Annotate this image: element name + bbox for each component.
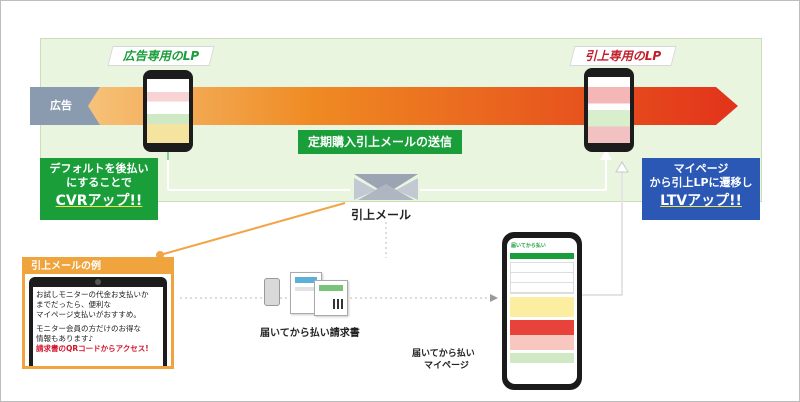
ltv-box: マイページ から引上LPに遷移し LTVアップ!! xyxy=(642,158,760,220)
cvr-line2: にすることで xyxy=(66,176,132,189)
invoice-illustration xyxy=(262,272,362,318)
mypage-screen: 届いてから払い xyxy=(507,238,577,384)
upsell-lp-label: 引上専用のLP xyxy=(569,46,677,66)
mypage-banner-yellow xyxy=(510,297,574,317)
mypage-banner-red xyxy=(510,320,574,350)
send-mail-banner: 定期購入引上メールの送信 xyxy=(298,130,462,154)
mail-example-title: 引上メールの例 xyxy=(25,260,171,274)
ad-lp-label: 広告専用のLP xyxy=(107,46,215,66)
qr-code-icon xyxy=(333,299,343,309)
dotted-arrowhead xyxy=(490,294,498,302)
mail-example-box: 引上メールの例 お試しモニターの代金お支払いか までだったら、便利な マイページ… xyxy=(22,257,174,369)
ad-lp-phone xyxy=(143,70,193,152)
cvr-line1: デフォルトを後払い xyxy=(49,162,149,175)
mypage-label-line2: マイページ xyxy=(424,361,469,371)
mail-example-phone-top xyxy=(29,277,167,287)
envelope-icon xyxy=(354,174,418,200)
invoice-sheet-2 xyxy=(314,280,348,316)
mypage-banner-green xyxy=(510,353,574,363)
mail-line2: までだったら、便利な xyxy=(36,300,111,309)
ltv-line2: から引上LPに遷移し xyxy=(649,176,753,189)
mail-line5: 情報もあります♪ xyxy=(36,334,94,343)
ltv-line1: マイページ xyxy=(673,162,729,175)
upsell-mail-label: 引上メール xyxy=(351,208,412,222)
mail-example-body: お試しモニターの代金お支払いか までだったら、便利な マイページ支払いがおすすめ… xyxy=(29,287,167,366)
ad-lp-screen xyxy=(147,79,189,143)
mypage-table xyxy=(510,262,574,294)
phone-stand-icon xyxy=(264,278,280,306)
mypage-logo: 届いてから払い xyxy=(511,243,546,249)
upsell-lp-phone xyxy=(584,68,634,152)
mypage-arrowhead-up xyxy=(615,161,629,173)
flow-arrowhead-up xyxy=(600,150,612,160)
upsell-lp-screen xyxy=(588,77,630,143)
mypage-phone: 届いてから払い xyxy=(502,232,582,390)
cvr-box: デフォルトを後払い にすることで CVRアップ!! xyxy=(40,158,158,220)
callout-line xyxy=(159,202,346,256)
timeline-arrow-shape xyxy=(88,87,738,125)
mypage-to-lp-line xyxy=(580,170,623,296)
mail-line4: モニター会員の方だけのお得な xyxy=(36,324,141,333)
ad-label: 広告 xyxy=(50,99,72,112)
mail-line3: マイページ支払いがおすすめ。 xyxy=(36,310,141,319)
mail-line1: お試しモニターの代金お支払いか xyxy=(36,290,149,299)
camera-icon xyxy=(95,279,101,285)
mail-highlight: 請求書のQRコードからアクセス! xyxy=(36,344,149,353)
mypage-header-bar xyxy=(510,253,574,259)
mypage-label-line1: 届いてから払い xyxy=(412,349,475,359)
ltv-emphasis: LTVアップ!! xyxy=(660,193,742,209)
cvr-emphasis: CVRアップ!! xyxy=(55,193,143,209)
invoice-label: 届いてから払い請求書 xyxy=(260,328,360,339)
